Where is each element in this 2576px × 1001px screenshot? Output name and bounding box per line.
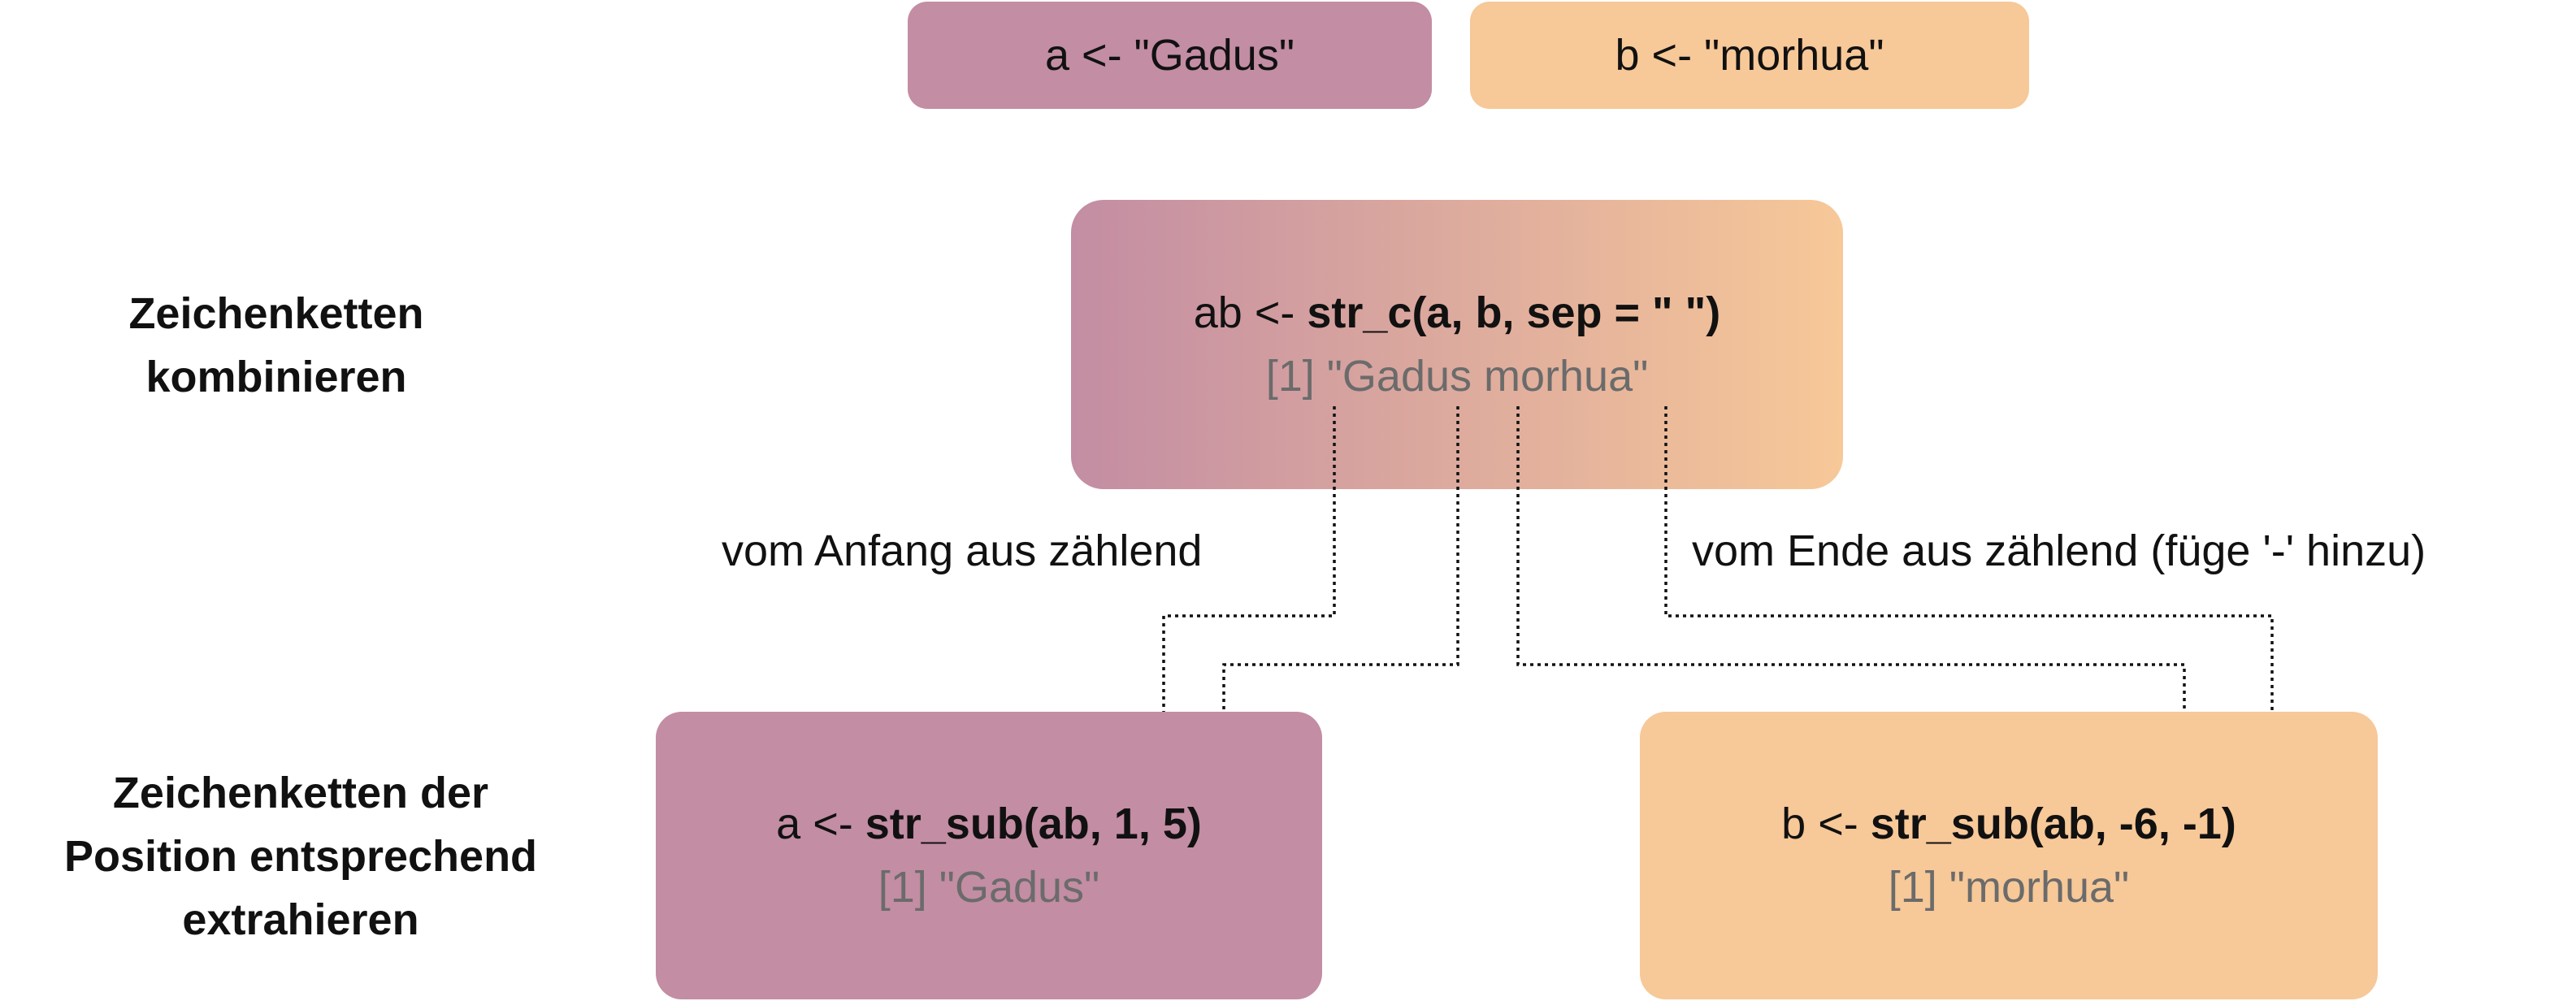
extract-b-code-function: str_sub(ab, -6, -1) — [1870, 800, 2236, 848]
extract-b-box: b <- str_sub(ab, -6, -1) [1] "morhua" — [1640, 712, 2378, 999]
combine-label: Zeichenketten kombinieren — [33, 282, 520, 409]
combine-code-function: str_c(a, b, sep = " ") — [1307, 288, 1721, 337]
extract-b-code: b <- str_sub(ab, -6, -1) — [1781, 792, 2236, 856]
variable-b-box: b <- "morhua" — [1470, 2, 2029, 109]
extract-label: Zeichenketten der Position entsprechend … — [0, 761, 601, 951]
annotation-from-end: vom Ende aus zählend (füge '-' hinzu) — [1692, 526, 2426, 575]
extract-label-line-1: Zeichenketten der — [112, 769, 489, 817]
variable-a-code: a <- "Gadus" — [1045, 31, 1295, 80]
combine-label-line-2: kombinieren — [145, 353, 407, 401]
combine-label-line-1: Zeichenketten — [128, 289, 424, 338]
extract-a-code: a <- str_sub(ab, 1, 5) — [776, 792, 1202, 856]
connector-start-1 — [1158, 406, 1336, 788]
combine-box: ab <- str_c(a, b, sep = " ") [1] "Gadus … — [1071, 200, 1843, 489]
connector-end-2 — [1664, 406, 2278, 788]
connector-start-2 — [1218, 406, 1459, 788]
variable-b-code: b <- "morhua" — [1615, 31, 1884, 80]
extract-a-box: a <- str_sub(ab, 1, 5) [1] "Gadus" — [656, 712, 1322, 999]
extract-b-output: [1] "morhua" — [1888, 863, 2130, 912]
combine-output: [1] "Gadus morhua" — [1265, 352, 1649, 401]
extract-a-output: [1] "Gadus" — [878, 863, 1100, 912]
extract-label-line-2: Position entsprechend — [63, 832, 538, 881]
extract-a-code-function: str_sub(ab, 1, 5) — [865, 800, 1202, 848]
combine-code-prefix: ab <- — [1193, 288, 1308, 337]
combine-code: ab <- str_c(a, b, sep = " ") — [1194, 281, 1720, 344]
extract-label-line-3: extrahieren — [182, 895, 419, 944]
variable-a-box: a <- "Gadus" — [908, 2, 1432, 109]
extract-a-code-prefix: a <- — [776, 800, 865, 848]
extract-b-code-prefix: b <- — [1781, 800, 1871, 848]
annotation-from-start: vom Anfang aus zählend — [722, 526, 1203, 575]
